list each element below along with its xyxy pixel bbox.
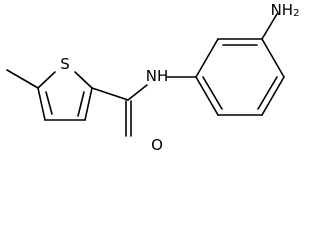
amide-group (91, 76, 197, 137)
bond-b6-b1 (195, 76, 219, 116)
oxygen-label: O (151, 136, 163, 154)
bond-b4-b5-inner (257, 76, 278, 110)
amino-nh-text: NH (271, 1, 294, 19)
molecule-structure: S NH O NH2 (6, 1, 300, 154)
bond-b6-b1-inner (202, 76, 223, 110)
amide-nh-label: NH (146, 67, 169, 85)
thiophene-ring (37, 71, 93, 121)
bond-b1-b2 (195, 38, 219, 78)
bond-c5-s1 (37, 71, 56, 89)
bond-c2-c3 (84, 87, 93, 121)
bond-carbonyl-nitrogen (127, 84, 148, 101)
sulfur-label: S (60, 55, 70, 73)
bond-c4-c5 (37, 87, 46, 121)
bond-b3-amino (261, 13, 278, 40)
bond-b3-b4 (261, 38, 285, 78)
amino-subscript: 2 (293, 8, 299, 19)
methyl-bond (6, 69, 39, 89)
benzene-ring (195, 13, 285, 116)
bond-b4-b5 (261, 76, 285, 116)
amino-label: NH2 (271, 1, 300, 19)
bond-c4-c5-inner (45, 91, 53, 115)
bond-c2-c3-inner (77, 91, 85, 117)
bond-s1-c2 (74, 71, 93, 89)
bond-c2-carbonyl (91, 87, 129, 101)
